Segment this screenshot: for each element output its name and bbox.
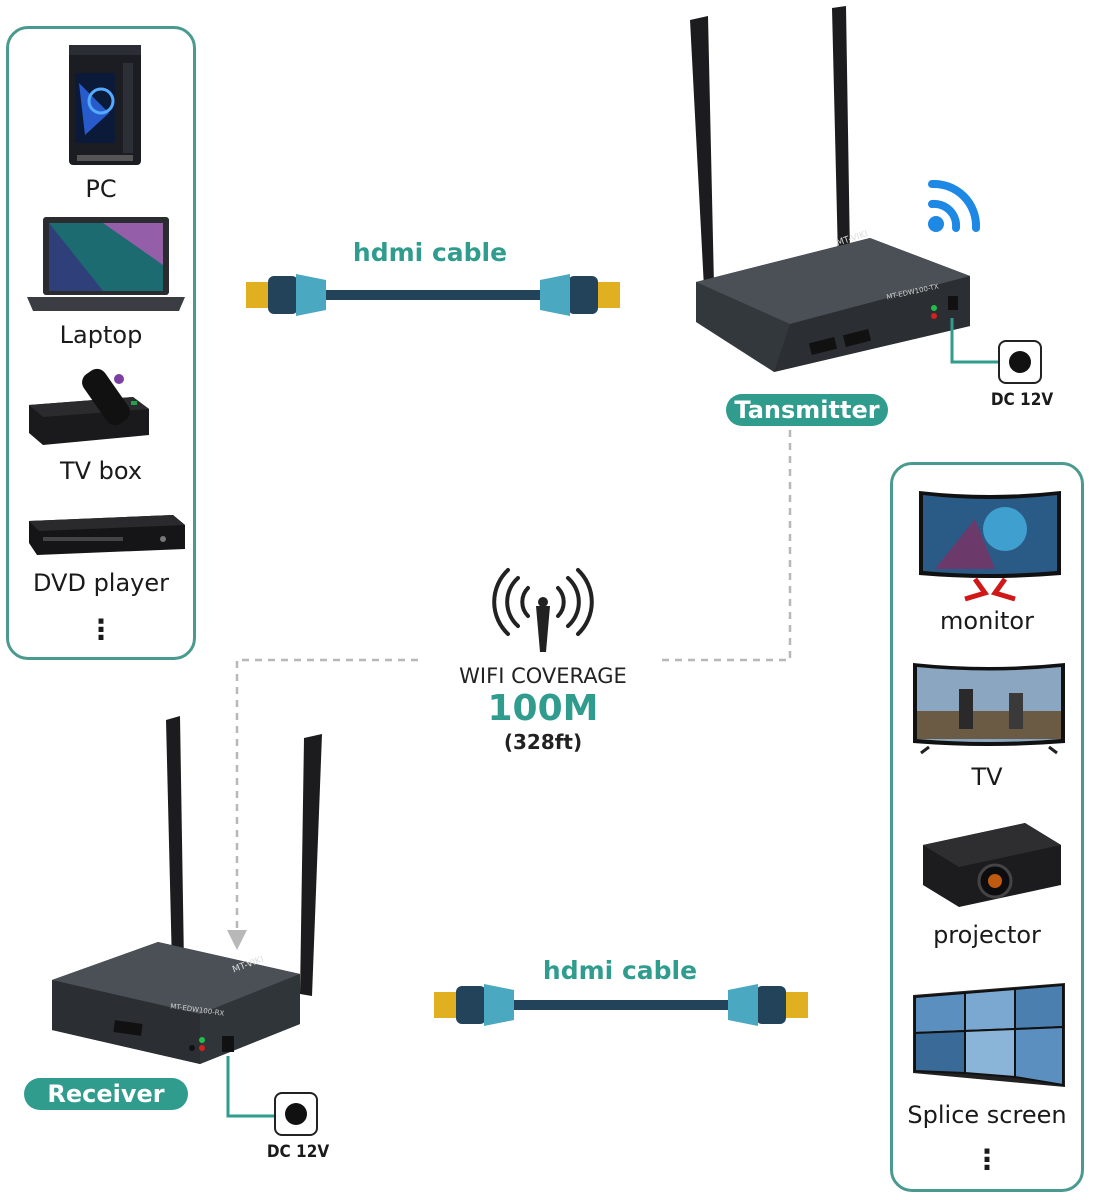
transmitter-dc-line — [950, 318, 1000, 364]
coverage-distance: 100M — [487, 688, 599, 729]
splice-screen-icon — [913, 983, 1065, 1087]
source-label-pc: PC — [85, 175, 117, 203]
receiver-dc-label: DC 12V — [266, 1142, 330, 1162]
hdmi-cable-bottom — [434, 984, 808, 1026]
bottom-cable-label: hdmi cable — [542, 956, 698, 985]
transmitter-dc-jack-icon — [998, 340, 1042, 384]
hdmi-cable-top — [246, 274, 620, 316]
projector-icon — [923, 823, 1061, 907]
tv-icon — [913, 663, 1065, 755]
display-label-monitor: monitor — [940, 607, 1034, 635]
receiver-dc-line — [226, 1056, 274, 1118]
source-label-tv-box: TV box — [59, 457, 143, 485]
sources-panel: PC Laptop TV box DVD player ⋮ — [6, 26, 196, 660]
coverage-title: WIFI COVERAGE — [459, 664, 627, 688]
laptop-icon — [27, 217, 185, 311]
coverage-distance-ft: (328ft) — [503, 730, 583, 754]
broadcast-antenna-icon — [492, 568, 594, 652]
display-label-splice-screen: Splice screen — [907, 1101, 1067, 1129]
transmitter-label: Tansmitter — [726, 394, 888, 426]
dvd-player-icon — [29, 515, 185, 555]
source-label-laptop: Laptop — [59, 321, 143, 349]
display-label-projector: projector — [933, 921, 1041, 949]
display-label-tv: TV — [971, 763, 1003, 791]
monitor-icon — [919, 491, 1061, 602]
transmitter-device — [690, 6, 970, 372]
top-cable-label: hdmi cable — [352, 238, 508, 267]
transmitter-dc-label: DC 12V — [990, 390, 1054, 410]
displays-panel: monitor TV projector Splice screen ⋮ — [890, 462, 1084, 1192]
wifi-signal-icon — [928, 179, 981, 232]
tv-box-icon — [29, 368, 149, 445]
source-label-dvd-player: DVD player — [32, 569, 170, 597]
receiver-label: Receiver — [24, 1078, 188, 1110]
receiver-dc-jack-icon — [274, 1092, 318, 1136]
pc-tower-icon — [69, 45, 141, 165]
receiver-device — [52, 716, 322, 1064]
